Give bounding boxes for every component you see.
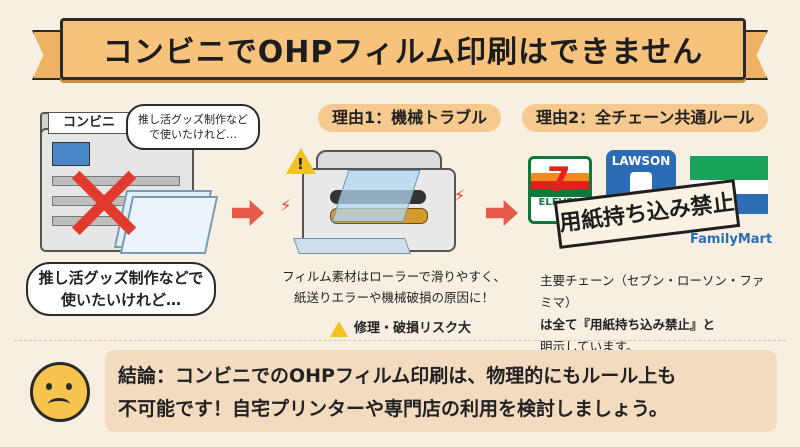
- risk-text: 修理・破損リスク大: [354, 321, 472, 336]
- risk-label: 修理・破損リスク大: [330, 318, 471, 340]
- arrow-right-icon: [486, 200, 518, 226]
- reason-1-text: フィルム素材はローラーで滑りやすく、 紙送りエラーや機械破損の原因に！: [282, 269, 506, 305]
- reason-1-pill: 理由1：機械トラブル: [318, 104, 502, 132]
- page-title: コンビニでOHPフィルム印刷はできません: [60, 18, 746, 80]
- reason-2-text: 主要チェーン（セブン・ローソン・ファミマ） は全て『用紙持ち込み禁止』と 明示し…: [540, 270, 770, 358]
- worried-face-icon: [30, 362, 90, 422]
- arrow-right-icon: [232, 200, 264, 226]
- conclusion-line: 不可能です！自宅プリンターや専門店の利用を検討しましょう。: [118, 398, 668, 420]
- printer-label: コンビニ: [48, 112, 130, 134]
- warning-icon: [330, 321, 348, 337]
- jam-spark-icon: ⚡: [454, 186, 466, 205]
- divider: [14, 340, 786, 341]
- speech-bubble-large: 推し活グッズ制作などで 使いたいけれど…: [26, 262, 216, 316]
- speech-bubble-small: 推し活グッズ制作など で使いたけれど…: [126, 104, 260, 150]
- conclusion-text: 結論：コンビニでのOHPフィルム印刷は、物理的にもルール上も 不可能です！自宅プ…: [118, 360, 768, 426]
- conclusion-box: [105, 350, 777, 432]
- printer-screen: [52, 142, 90, 166]
- reason-2-line: は全て『用紙持ち込み禁止』と: [540, 317, 716, 332]
- reason-2-pill: 理由2：全チェーン共通ルール: [522, 104, 769, 132]
- lawson-text: LAWSON: [611, 154, 671, 168]
- film-tray: [293, 238, 411, 254]
- jam-spark-icon: ⚡: [280, 196, 292, 215]
- printer-drawer: [52, 176, 180, 186]
- familymart-text: FamilyMart: [690, 232, 773, 247]
- conclusion-line: 結論：コンビニでのOHPフィルム印刷は、物理的にもルール上も: [118, 365, 677, 387]
- reason-2-line: 主要チェーン（セブン・ローソン・ファミマ）: [540, 273, 765, 310]
- prohibited-x-icon: ✕: [58, 141, 151, 269]
- warning-mark: !: [297, 155, 304, 173]
